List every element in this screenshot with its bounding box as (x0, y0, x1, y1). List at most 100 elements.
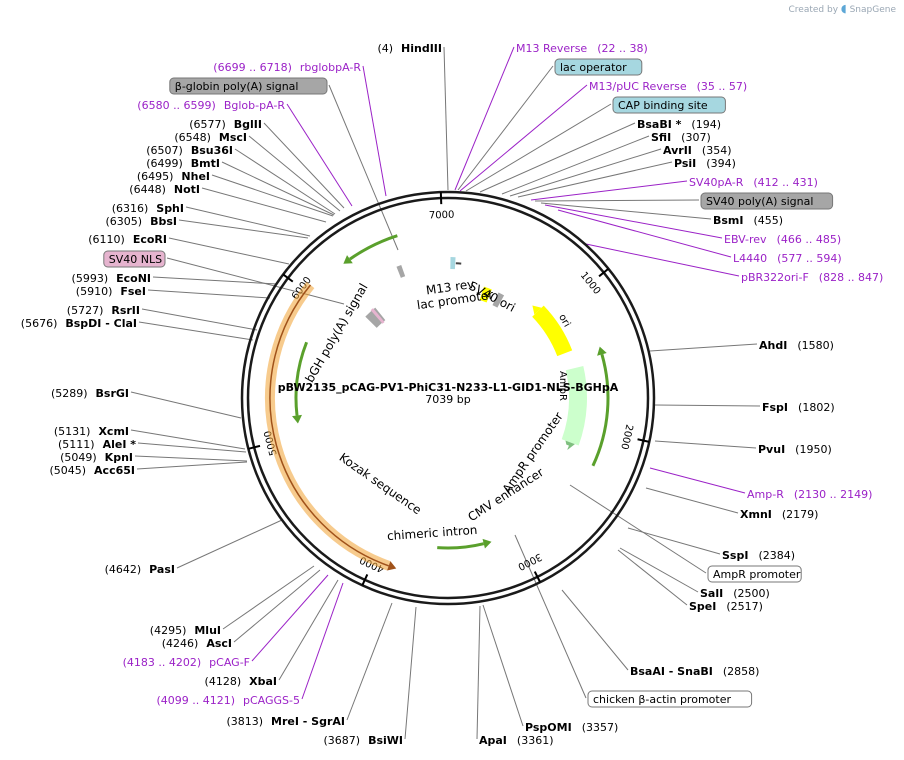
spei-text: SpeI(2517) (689, 600, 763, 613)
l4440-label: L4440(577 .. 594) (733, 252, 842, 265)
bmti-leader (221, 161, 335, 216)
pasi-label: (4642)PasI (105, 563, 175, 576)
sv40-nls-box (103, 250, 166, 268)
m13puc-primer-label: M13/pUC Reverse(35 .. 57) (589, 80, 747, 93)
acc65i-label: (5045)Acc65I (49, 464, 135, 477)
hindiii-text: (4)HindIII (377, 42, 442, 55)
bbsi-label: (6305)BbsI (106, 215, 177, 228)
xcmi-label: (5131)XcmI (54, 425, 129, 438)
orf-phic31-outline (269, 284, 389, 567)
bmti-label: (6499)BmtI (146, 157, 220, 170)
ori-arrowhead-icon (532, 305, 542, 315)
tick-4000 (361, 574, 369, 586)
bsiwi-leader (404, 606, 417, 740)
bsu36i-text: (6507)Bsu36I (146, 144, 233, 157)
pasi-text: (4642)PasI (105, 563, 175, 576)
avrii-text: AvrII(354) (663, 144, 732, 157)
ori-arc (532, 305, 573, 357)
kpni-text: (5049)KpnI (60, 451, 133, 464)
kpni-leader (134, 455, 248, 462)
fsei-leader (147, 289, 271, 299)
l4440-text: L4440(577 .. 594) (733, 252, 842, 265)
xmni-label: XmnI(2179) (740, 508, 818, 521)
bglob-pa-r-text: (6580 .. 6599)Bglob-pA-R (137, 99, 285, 112)
tick-1000 (598, 267, 610, 278)
tick-5000 (248, 444, 261, 450)
backbone-inner-strand (246, 196, 650, 600)
ecori-label: (6110)EcoRI (88, 233, 167, 246)
chicken-prom-text: chicken β-actin promoter (593, 693, 731, 706)
mlui-leader (222, 565, 315, 630)
mlui-label: (4295)MluI (150, 624, 221, 637)
plasmid-length: 7039 bp (425, 393, 470, 406)
bgh-polya-block (365, 307, 386, 328)
psii-leader (517, 161, 673, 198)
sv40-nls-leader (166, 257, 345, 305)
avrii-label: AvrII(354) (663, 144, 732, 157)
pvui-leader (654, 440, 757, 449)
tick-2000 (637, 438, 650, 443)
sv40-nls-block (370, 308, 385, 324)
cmv-enhancer-label: CMV enhancer (465, 465, 546, 524)
mrei-leader (346, 602, 393, 721)
orf-ampr-outer-arrowhead-icon (597, 346, 607, 356)
amp-r-leader (649, 467, 746, 494)
sfii-label: SfiI(307) (651, 131, 711, 144)
sv40pa-r-text: SV40pA-R(412 .. 431) (689, 176, 818, 189)
fsei-text: (5910)FseI (76, 285, 146, 298)
nhei-leader (211, 174, 334, 217)
pcaggs-5-label: (4099 .. 4121)pCAGGS-5 (156, 694, 300, 707)
sspi-label: SspI(2384) (722, 549, 795, 562)
bmti-text: (6499)BmtI (146, 157, 220, 170)
ampr-label: AmpR (557, 371, 568, 401)
sv40-nls-text: SV40 NLS (109, 253, 162, 266)
cap-site-leader (465, 103, 612, 192)
feature-arrows (265, 234, 610, 571)
backbone-outer-strand (240, 190, 656, 606)
rbglobpa-r-label: (6699 .. 6718)rbglobpA-R (213, 61, 361, 74)
cap-site-text: CAP binding site (618, 99, 708, 112)
sv40pa-r-leader (530, 180, 688, 201)
snapgene-logo-icon: ◖ (840, 2, 847, 15)
chimeric-intron-label: chimeric intron (387, 523, 478, 543)
alei-label: (5111)AleI * (58, 438, 136, 451)
fsei-label: (5910)FseI (76, 285, 146, 298)
bgh-polya-label: bGH poly(A) signal (302, 281, 370, 385)
psp-leader (482, 604, 524, 727)
ahdi-text: AhdI(1580) (759, 339, 834, 352)
orf-l1-arc (294, 341, 308, 416)
xbai-leader (278, 579, 339, 681)
mrei-text: (3813)MreI - SgrAI (226, 715, 345, 728)
bspdi-label: (5676)BspDI - ClaI (21, 317, 137, 330)
orf-intron-arc (437, 542, 485, 550)
bsrgi-leader (130, 391, 242, 419)
apai-text: ApaI(3361) (479, 734, 553, 747)
pvui-label: PvuI(1950) (758, 443, 832, 456)
sv40-polya-label: SV40 poly(A) signal (700, 192, 834, 210)
econi-leader (152, 276, 278, 285)
sphi-label: (6316)SphI (112, 202, 184, 215)
created-by-text: Created by (788, 5, 839, 15)
asci-label: (4246)AscI (162, 637, 232, 650)
xcmi-text: (5131)XcmI (54, 425, 129, 438)
bglii-text: (6577)BglII (189, 118, 262, 131)
bglobin-polya-box (169, 77, 328, 95)
psii-text: PsiI(394) (674, 157, 736, 170)
ecori-leader (168, 237, 290, 265)
sphi-leader (185, 206, 311, 237)
cmv-enhancer-arc (512, 445, 549, 487)
ampr-promoter-arc (554, 441, 569, 459)
bsiwi-text: (3687)BsiWI (323, 734, 403, 747)
bsmi-leader (540, 202, 712, 220)
fspi-label: FspI(1802) (762, 401, 835, 414)
psp-label: PspOMI(3357) (525, 721, 618, 734)
bbsi-leader (178, 219, 309, 239)
acc65i-leader (136, 461, 248, 470)
bsabi-leader (479, 122, 636, 193)
bsmi-label: BsmI(455) (713, 214, 783, 227)
snapgene-app-name: SnapGene (849, 5, 896, 15)
m13puc-primer-leader (459, 84, 588, 192)
pcaggs-5-text: (4099 .. 4121)pCAGGS-5 (156, 694, 300, 707)
m13rev-primer-label: M13 Reverse(22 .. 38) (516, 42, 648, 55)
bglii-label: (6577)BglII (189, 118, 262, 131)
